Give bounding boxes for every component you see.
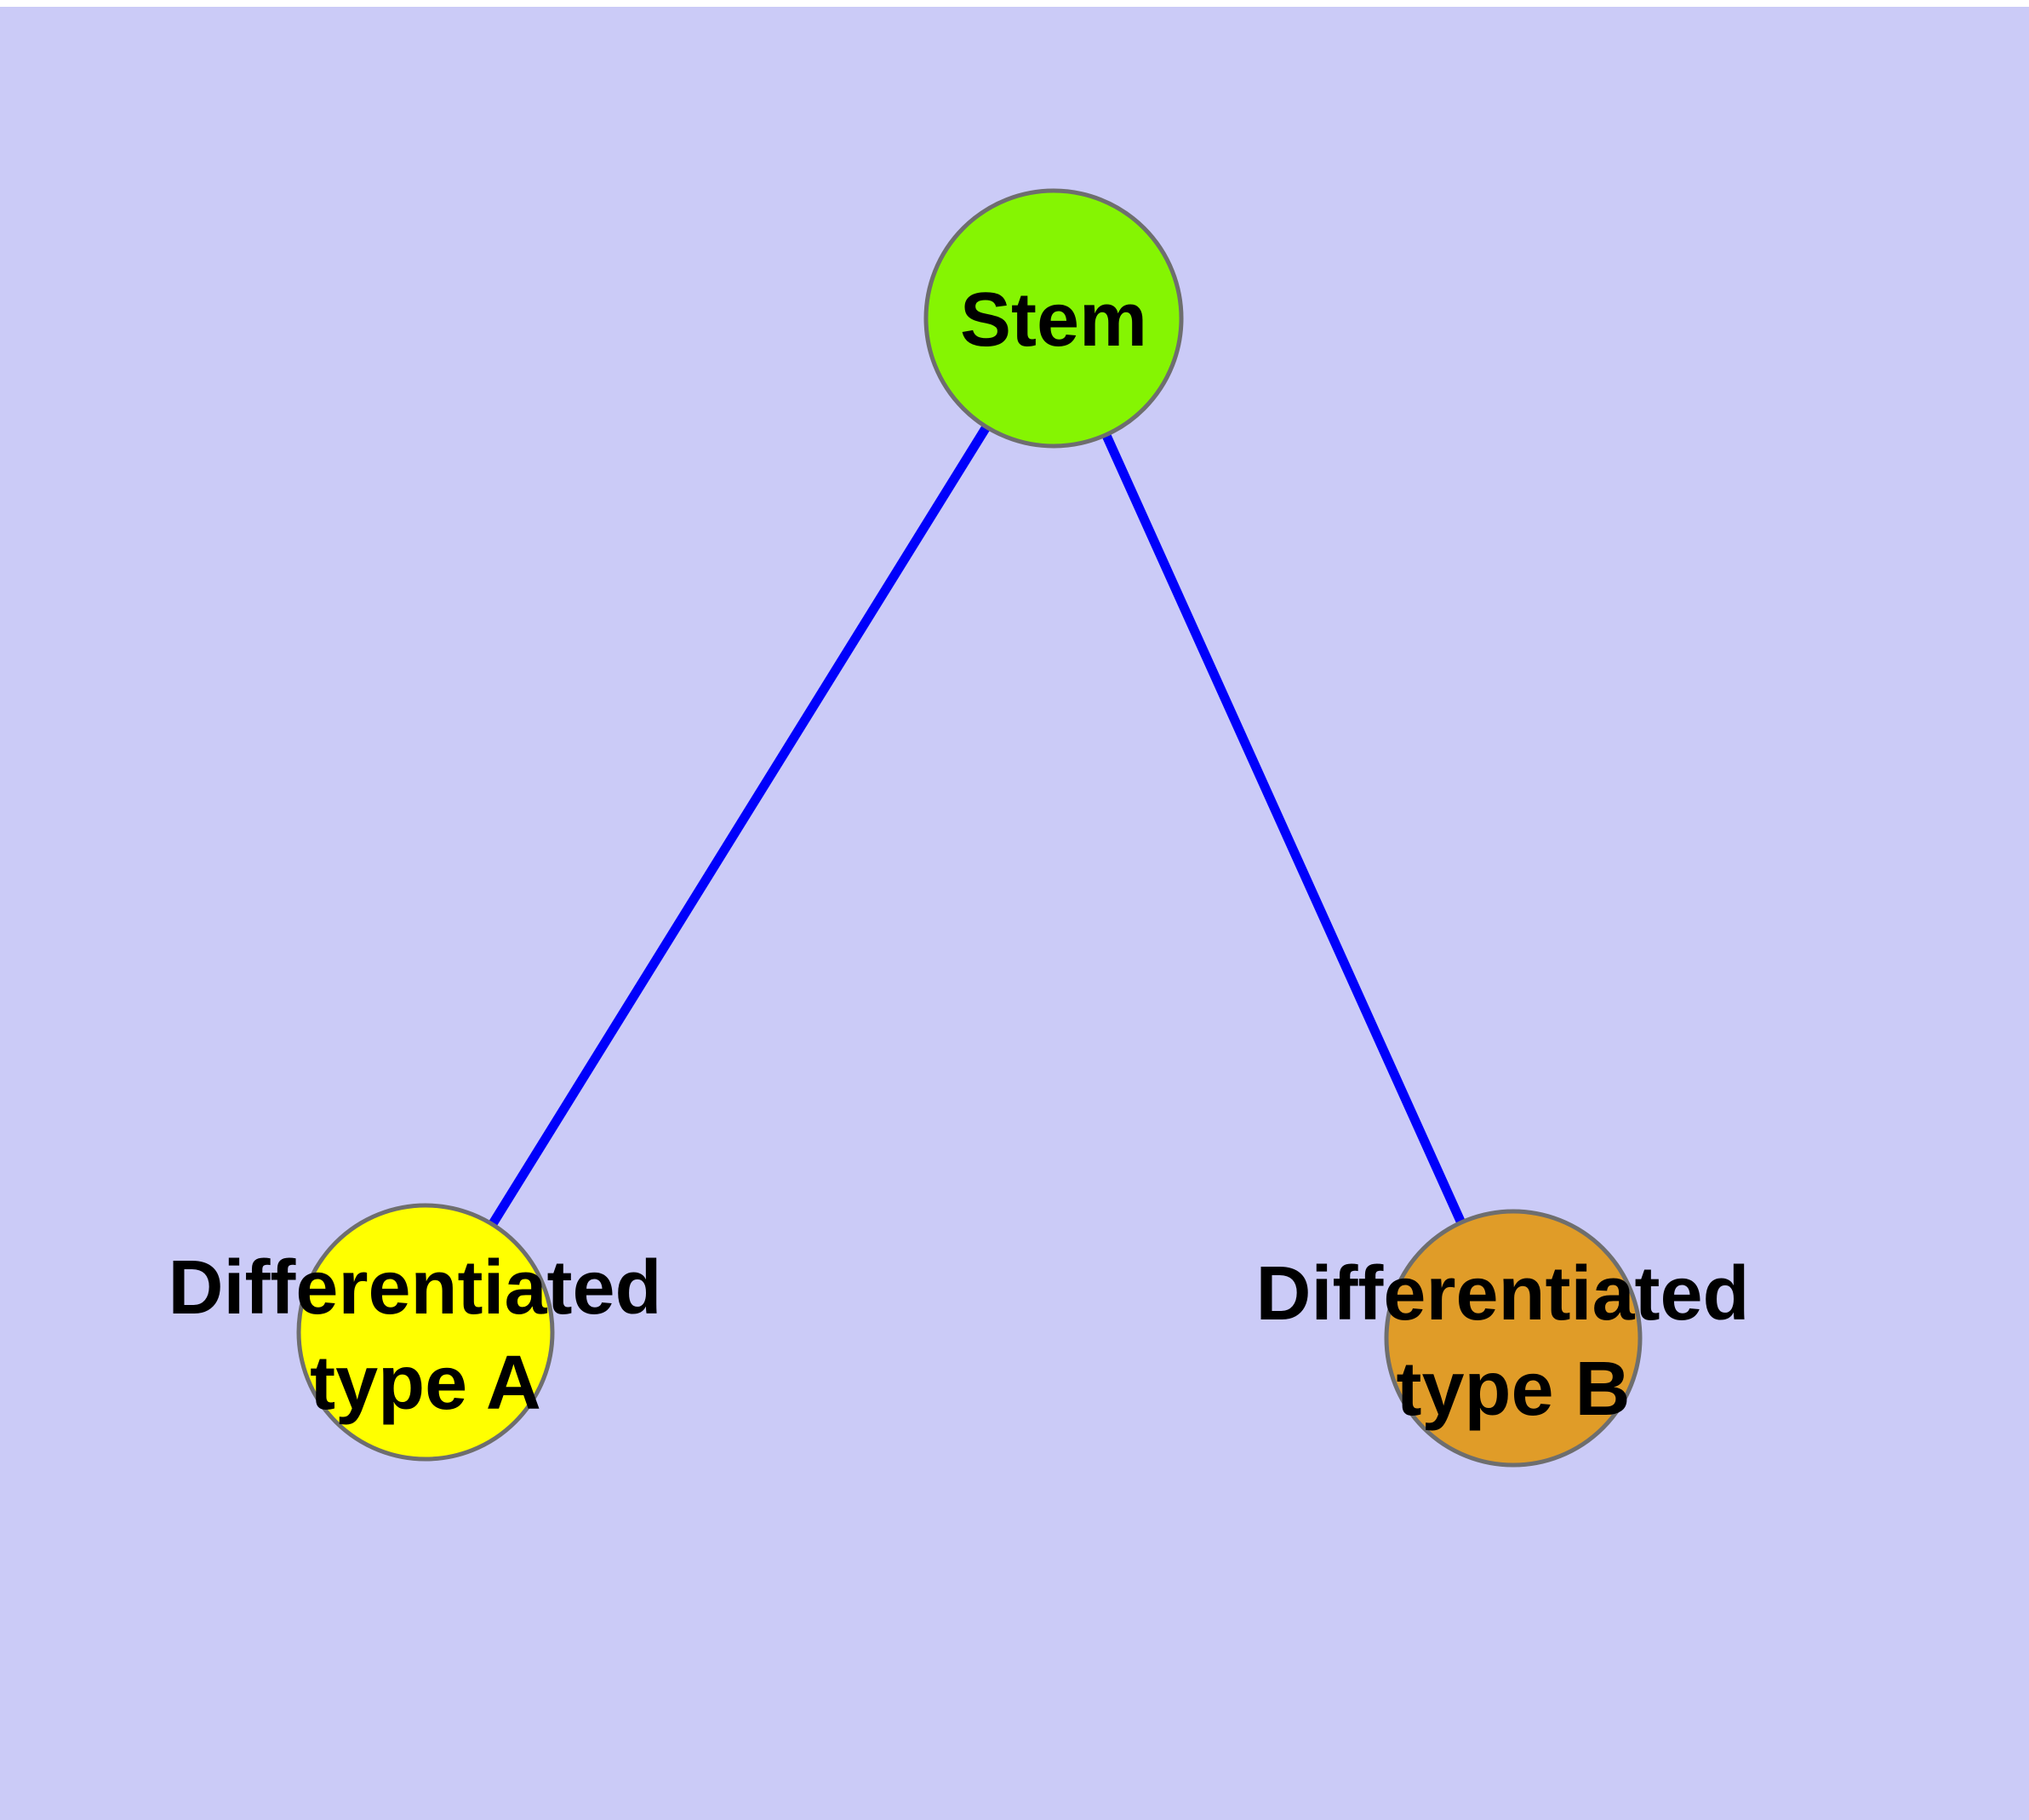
node-type-b-circle bbox=[1384, 1209, 1643, 1468]
node-type-b-label-line1: Differentiated bbox=[1255, 1251, 1749, 1336]
edge-stem-to-type-b bbox=[1049, 316, 1518, 1341]
node-stem-circle bbox=[923, 188, 1184, 449]
node-type-a-label-line2: type A bbox=[310, 1341, 541, 1426]
node-type-a-label: Differentiated type A bbox=[168, 1245, 683, 1426]
node-stem-label: Stem bbox=[960, 278, 1147, 363]
edge-stem-to-type-a bbox=[421, 316, 1058, 1335]
node-type-a-circle bbox=[296, 1203, 555, 1462]
node-type-b-label: Differentiated type B bbox=[1255, 1251, 1770, 1432]
node-type-a-label-line1: Differentiated bbox=[168, 1245, 661, 1331]
node-type-b-label-line2: type B bbox=[1396, 1347, 1630, 1432]
